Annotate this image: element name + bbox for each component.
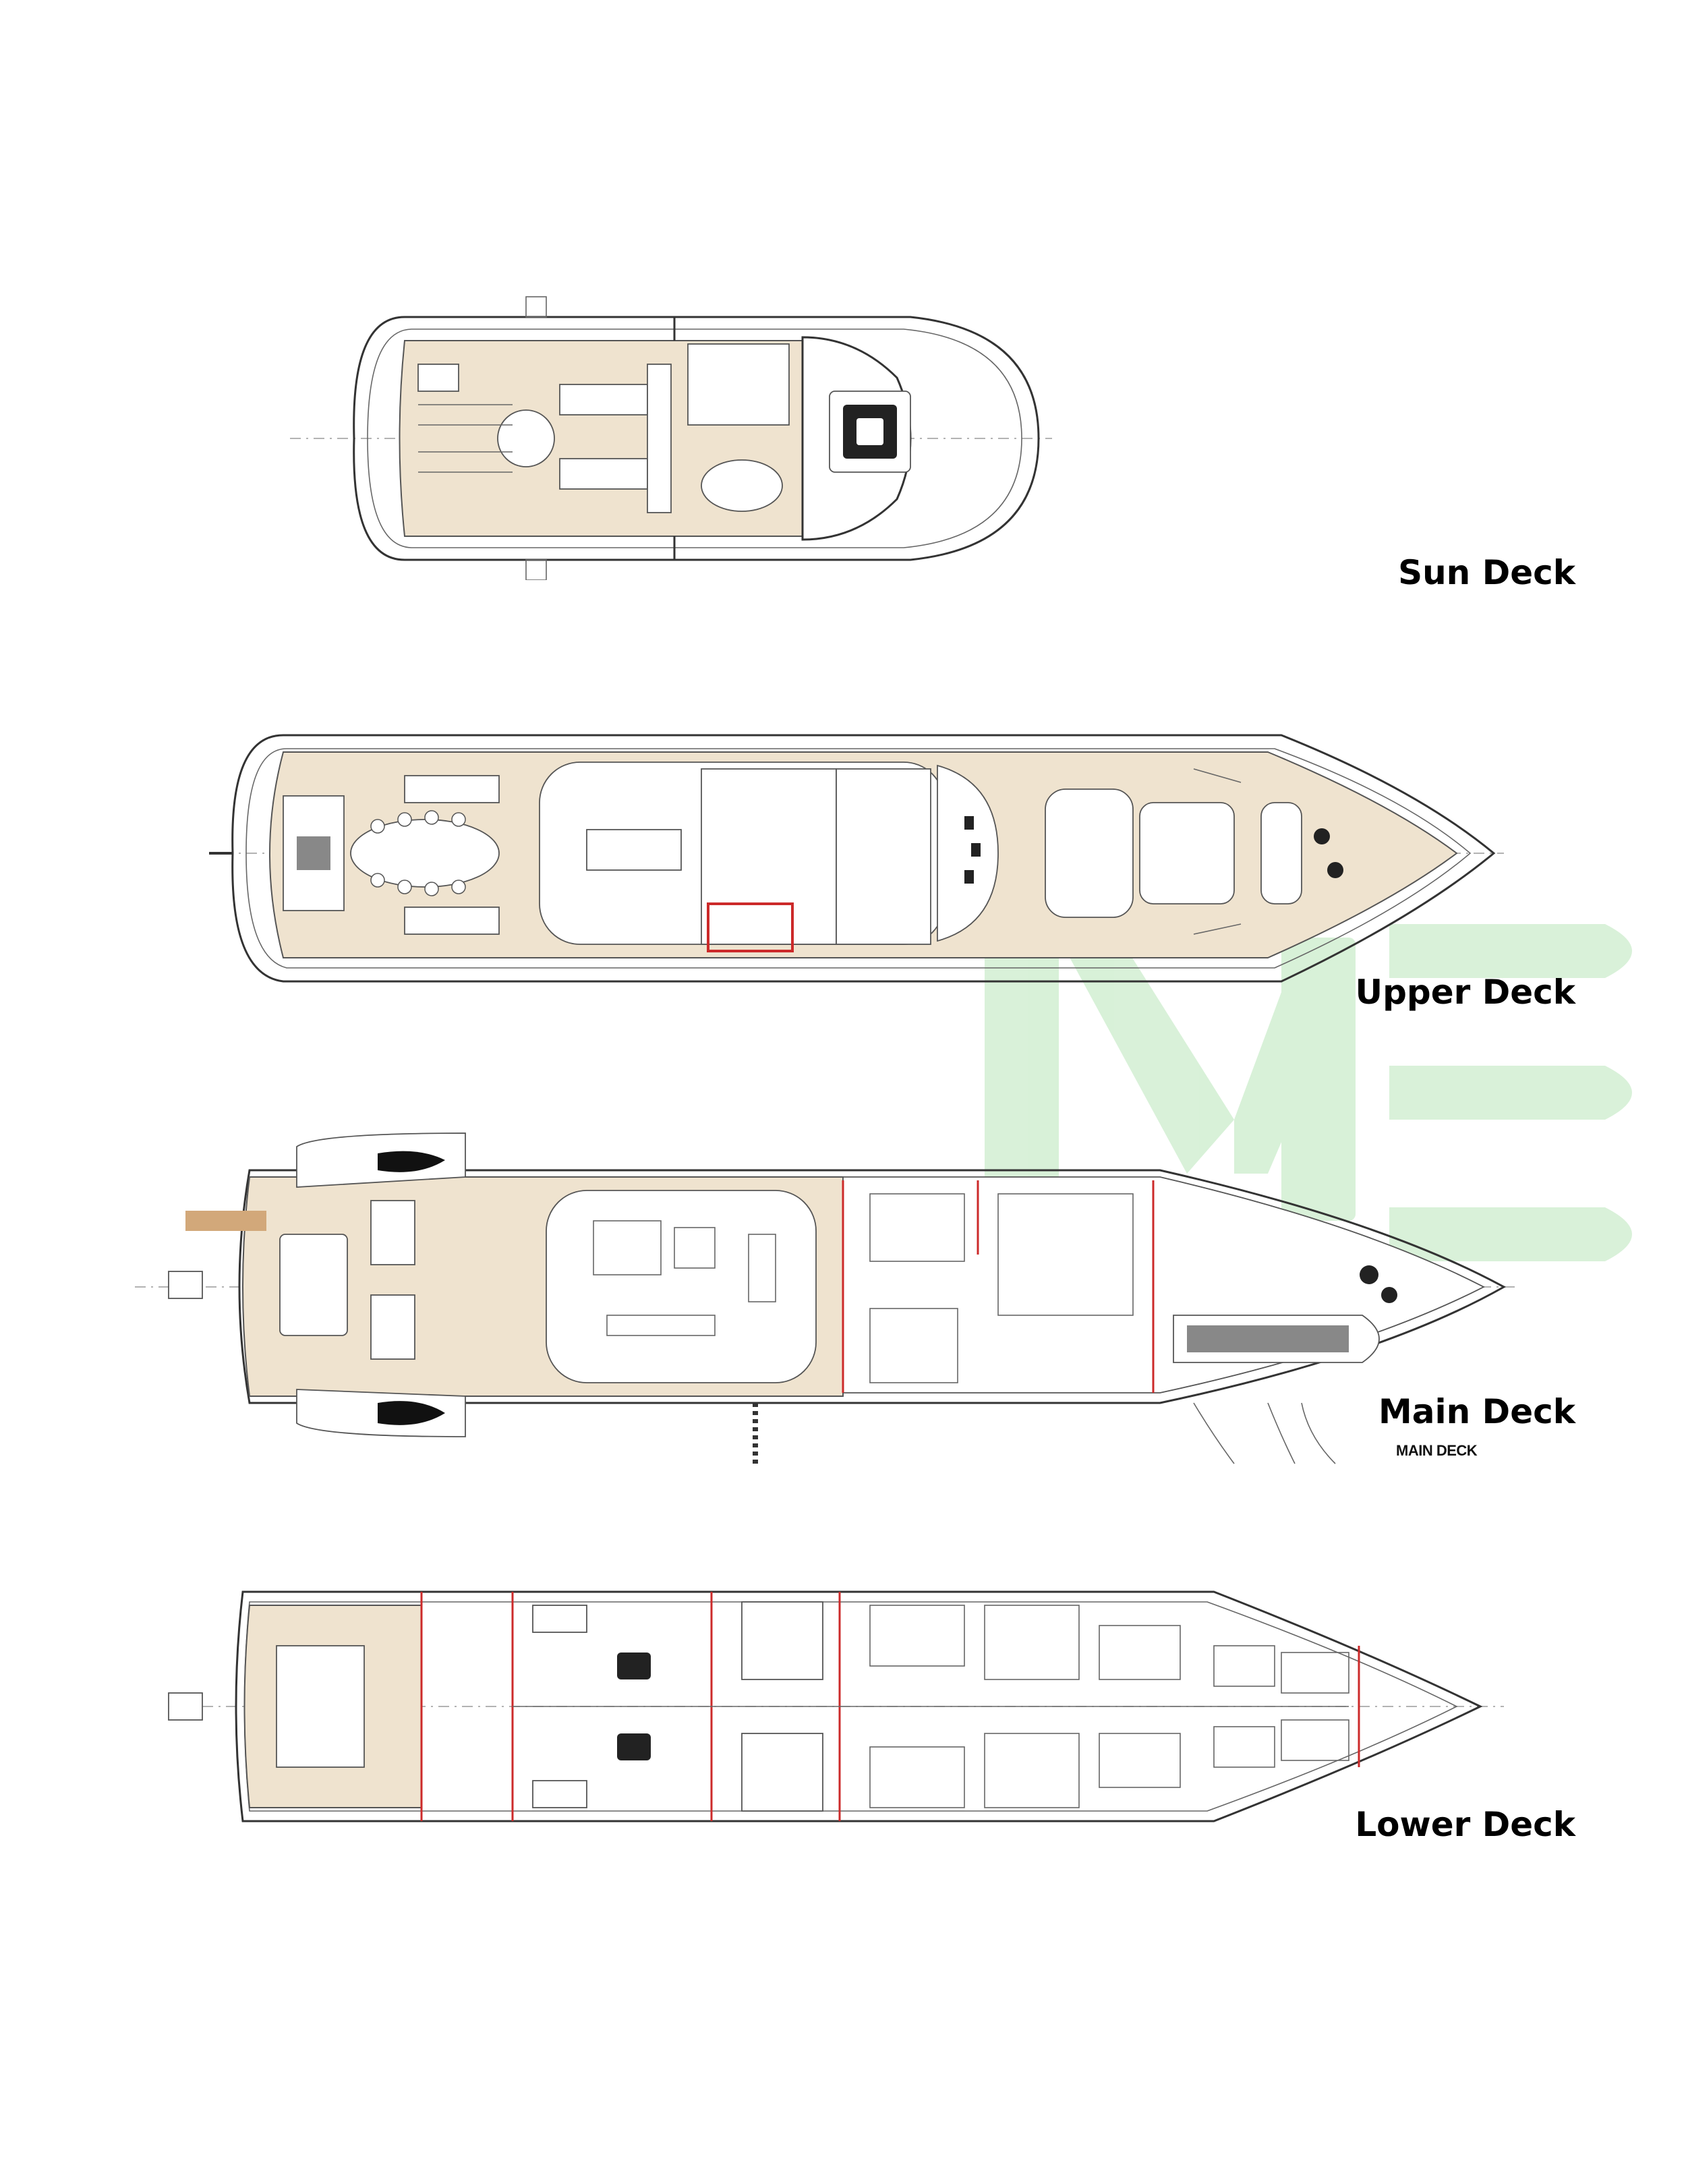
upper-deck-plan <box>209 734 1504 983</box>
deck-label-main: Main Deck <box>1378 1392 1575 1431</box>
main-deck-plan <box>135 1132 1517 1464</box>
deck-label-lower: Lower Deck <box>1355 1805 1575 1844</box>
lower-deck-plan <box>168 1590 1504 1822</box>
main-deck-caption: MAIN DECK <box>1396 1442 1478 1459</box>
deck-label-upper: Upper Deck <box>1355 973 1575 1012</box>
deck-label-sun: Sun Deck <box>1398 553 1575 592</box>
sun-deck-plan <box>290 296 1052 580</box>
